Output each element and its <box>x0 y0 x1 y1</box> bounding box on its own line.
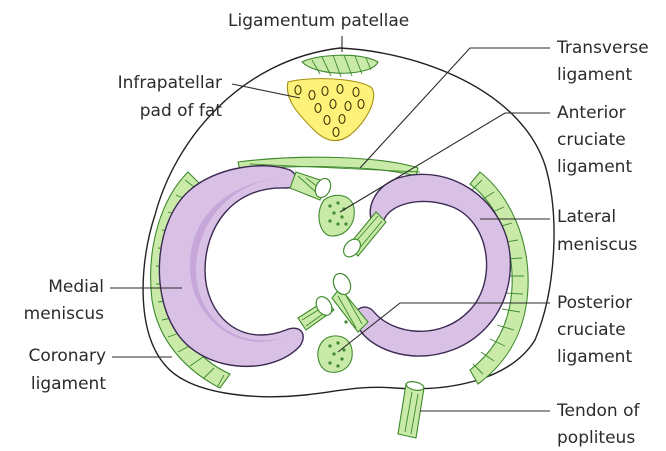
label-anterior-cruciate-3: ligament <box>557 157 632 177</box>
label-anterior-cruciate-2: cruciate <box>557 130 626 150</box>
label-lateral-meniscus-2: meniscus <box>557 235 637 255</box>
label-transverse-ligament-1: Transverse <box>556 38 649 58</box>
label-anterior-cruciate-1: Anterior <box>557 103 626 123</box>
label-infrapatellar-pad-2: pad of fat <box>140 101 223 121</box>
label-medial-meniscus-2: meniscus <box>24 304 104 324</box>
label-posterior-cruciate-1: Posterior <box>557 293 632 313</box>
label-coronary-ligament-2: ligament <box>31 374 106 394</box>
label-coronary-ligament-1: Coronary <box>28 346 106 366</box>
label-transverse-ligament-2: ligament <box>557 65 632 85</box>
label-tendon-popliteus-2: popliteus <box>557 428 635 448</box>
label-infrapatellar-pad-1: Infrapatellar <box>118 73 222 93</box>
label-ligamentum-patellae: Ligamentum patellae <box>228 11 409 31</box>
label-lateral-meniscus-1: Lateral <box>557 207 616 227</box>
label-medial-meniscus-1: Medial <box>48 277 104 297</box>
label-tendon-popliteus-1: Tendon of <box>556 401 641 421</box>
label-posterior-cruciate-2: cruciate <box>557 320 626 340</box>
label-posterior-cruciate-3: ligament <box>557 347 632 367</box>
